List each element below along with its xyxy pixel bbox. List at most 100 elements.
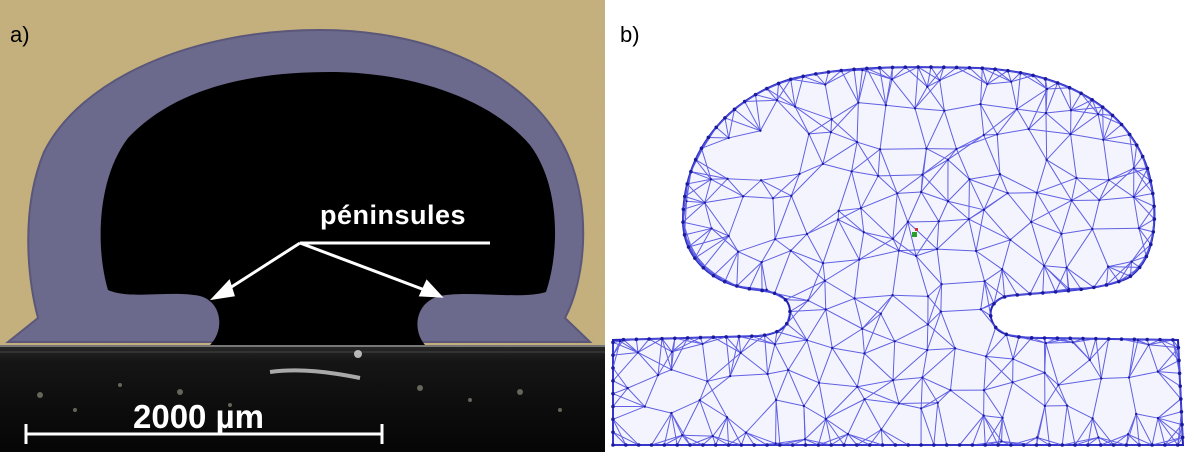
mesh-edge [857,379,894,388]
mesh-node [774,398,778,402]
mesh-edge [879,67,893,80]
mesh-edge [627,387,646,407]
mesh-edge [729,336,740,377]
mesh-edge [1001,268,1031,295]
mesh-node [711,335,716,340]
mesh-node [1041,291,1045,295]
mesh-edge [996,134,1001,175]
mesh-edge [1107,266,1131,277]
mesh-edge [917,66,928,87]
mesh-node [701,265,706,270]
mesh-edge [1164,436,1183,446]
mesh-node [1047,443,1052,447]
mesh-edge [885,104,916,109]
mesh-node [753,92,758,97]
mesh-node [788,309,792,314]
mesh-edge [736,261,762,287]
mesh-node [940,283,943,286]
mesh-edge [637,352,659,376]
mesh-node [824,308,827,311]
mesh-edge [670,412,678,446]
mesh-edge [1030,200,1072,223]
mesh-edge [864,399,882,430]
mesh-node [1145,166,1150,171]
mesh-edge [806,210,839,235]
mesh-edge [832,347,865,355]
mesh-node [727,136,730,140]
mesh-edge [984,417,1003,446]
mesh-edge [1036,192,1072,201]
mesh-edge [1005,334,1014,360]
mesh-edge [1113,433,1129,446]
mesh-node [675,443,679,447]
mesh-edge [1092,378,1102,419]
mesh-edge [822,259,860,264]
mesh-edge [926,311,942,351]
mesh-edge [806,309,827,341]
mesh-node [1110,113,1115,118]
mesh-edge [926,66,945,88]
mesh-edge [743,195,773,199]
mesh-node [643,405,646,408]
mesh-edge [1172,339,1181,374]
mesh-node [1075,176,1078,180]
mesh-node [1043,371,1046,374]
mesh-edge [851,148,881,172]
mesh-edge [661,338,673,353]
peninsula-annotation: péninsules [320,200,467,230]
mesh-edge [1107,266,1120,282]
mesh-node [1001,416,1004,420]
mesh-edge [831,102,859,120]
mesh-edge [860,175,879,209]
mesh-edge [766,88,796,107]
mesh-node [1086,443,1090,447]
mesh-edge [956,67,988,85]
mesh-edge [1138,218,1155,229]
mesh-edge [755,94,761,131]
mesh-edge [915,248,938,257]
mesh-edge [947,178,970,202]
mesh-node [855,140,859,144]
mesh-edge [1046,133,1071,161]
mesh-edge [860,192,898,209]
mesh-edge [799,163,824,175]
mesh-edge [838,210,865,233]
mesh-node [1137,265,1142,270]
mesh-edge [664,434,683,446]
mesh-node [1053,290,1058,294]
mesh-edge [927,79,940,88]
mesh-node [1030,220,1033,224]
mesh-node [859,206,863,210]
mesh-edge [776,78,792,101]
mesh-edge [857,70,863,103]
mesh-edge [1133,156,1144,169]
mesh-edge [949,348,956,391]
mesh-edge [959,415,985,446]
mesh-node [774,442,777,445]
mesh-edge [1093,266,1109,288]
mesh-edge [748,262,763,290]
mesh-node [929,65,933,69]
mesh-edge [975,239,1011,252]
mesh-edge [898,248,938,252]
mesh-edge [683,202,705,210]
mesh-edge [1047,87,1070,90]
mesh-edge [804,418,827,440]
mesh-edge [725,336,742,354]
mesh-edge [863,231,894,240]
mesh-edge [1148,344,1179,349]
mesh-node [693,256,697,260]
mesh-node [1127,376,1131,379]
mesh-edge [1089,359,1102,379]
mesh-edge [983,209,1011,241]
mesh-edge [791,163,824,197]
mesh-node [1065,404,1069,407]
mesh-edge [1023,437,1038,446]
mesh-edge [790,79,796,107]
mesh-edge [860,208,865,233]
mesh-edge [787,369,805,407]
mesh-node [919,190,923,194]
mesh-edge [1020,72,1048,90]
mesh-node [724,335,728,339]
mesh-edge [840,70,859,103]
